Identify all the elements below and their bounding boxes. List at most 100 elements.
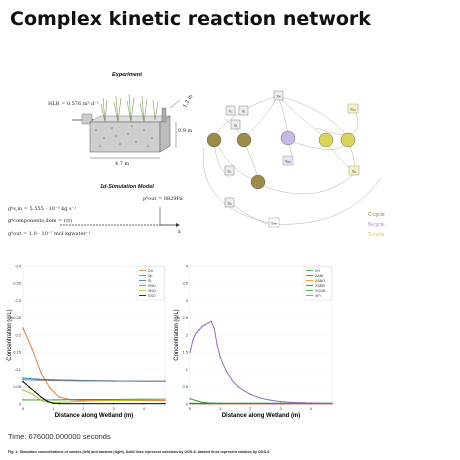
y-tick-label: 0.4 bbox=[15, 263, 21, 268]
height-label: 0.9 m bbox=[178, 128, 193, 134]
gravel-texture bbox=[95, 125, 153, 147]
data-point bbox=[112, 399, 115, 402]
page-title: Complex kinetic reaction network bbox=[10, 8, 371, 30]
node-snh-box bbox=[268, 217, 280, 228]
data-point bbox=[164, 402, 166, 405]
y-tick-label: 1 bbox=[186, 367, 189, 372]
length-label: 4.7 m bbox=[115, 161, 130, 167]
data-point bbox=[37, 379, 39, 381]
legend-label: Sp bbox=[148, 274, 152, 278]
data-point bbox=[210, 320, 212, 322]
node-xsrb bbox=[318, 132, 334, 148]
data-point bbox=[46, 400, 48, 402]
data-point bbox=[31, 392, 33, 395]
hlr-label: HLR = 0.576 m³ d⁻¹ bbox=[48, 101, 99, 107]
data-point bbox=[82, 398, 85, 401]
data-point bbox=[52, 379, 54, 382]
y-tick-label: 0 bbox=[19, 401, 22, 406]
node-so: Sₒ bbox=[227, 201, 232, 206]
node-sso-box bbox=[347, 103, 359, 114]
legend-label: XANI bbox=[315, 274, 323, 278]
data-point bbox=[31, 348, 33, 350]
legend-label: XSRB bbox=[315, 284, 325, 288]
data-point bbox=[143, 399, 145, 401]
node-xi: Xᵢ bbox=[242, 109, 246, 114]
legend-box bbox=[303, 266, 332, 301]
legend-label: DO bbox=[148, 269, 154, 273]
y-axis-title: Concentration (g/L) bbox=[174, 309, 180, 360]
node-xfr bbox=[250, 174, 266, 190]
data-point bbox=[204, 323, 206, 326]
data-point bbox=[164, 380, 166, 382]
data-point bbox=[201, 325, 203, 328]
data-point bbox=[204, 402, 206, 405]
data-point bbox=[237, 386, 240, 388]
data-point bbox=[52, 399, 54, 401]
y-tick-label: 0.1 bbox=[15, 367, 21, 372]
legend-n-cycle: N-cycle bbox=[368, 222, 385, 228]
basin-side bbox=[159, 115, 171, 153]
x-tick-label: 2 bbox=[82, 406, 85, 411]
data-point bbox=[40, 399, 42, 402]
data-point bbox=[37, 399, 39, 401]
data-point bbox=[22, 327, 24, 329]
x-axis-title: Distance along Wetland (m) bbox=[222, 413, 301, 419]
node-snh: Sₙₕ bbox=[271, 221, 277, 226]
data-point bbox=[40, 396, 42, 398]
p-out-label: p⁰out = 8829Pa bbox=[143, 196, 183, 202]
data-point bbox=[82, 400, 85, 402]
data-point bbox=[164, 399, 166, 402]
data-point bbox=[216, 344, 218, 347]
legend-label: XH bbox=[315, 269, 320, 273]
node-ss-box bbox=[224, 165, 235, 176]
data-point bbox=[22, 380, 24, 383]
data-point bbox=[58, 401, 60, 403]
data-point bbox=[189, 351, 191, 353]
g-out-label: g⁰out = 1.0 · 10⁻⁷ mol kgwater⁻¹ bbox=[8, 231, 91, 237]
data-point bbox=[219, 356, 221, 359]
y-tick-label: 0.35 bbox=[13, 281, 22, 286]
data-point bbox=[58, 396, 60, 398]
data-point bbox=[243, 390, 246, 392]
y-tick-label: 0.5 bbox=[182, 384, 188, 389]
data-point bbox=[82, 402, 85, 405]
node-si-box bbox=[230, 119, 241, 130]
experiment-caption: Experiment bbox=[112, 72, 142, 78]
data-point bbox=[82, 380, 85, 382]
x-tick-label: 0 bbox=[189, 406, 192, 411]
x-tick-label: 2 bbox=[249, 406, 252, 411]
reaction-network-diagram: Xₕ Xₛ Xᵢ Sᵢ Sₛₒ Sₙₒ Sₛ S₀ Sₒ Sₙₕ bbox=[203, 90, 382, 228]
y-axis-title: Concentration (g/L) bbox=[7, 309, 13, 360]
node-xi-box bbox=[238, 105, 249, 116]
legend-c-cycle: C-cycle bbox=[368, 212, 385, 218]
data-point bbox=[143, 380, 145, 382]
g-dom-label: g⁰components,dom = r(t) bbox=[8, 218, 73, 224]
legend-label: SSO bbox=[148, 294, 156, 298]
figure-caption: Fig. 1: Simulated concentrations of solu… bbox=[8, 450, 271, 454]
x-tick-label: 0 bbox=[22, 406, 25, 411]
x-tick-label: 4 bbox=[143, 406, 146, 411]
legend-label: SI bbox=[148, 279, 151, 283]
data-point bbox=[112, 402, 115, 405]
node-xano bbox=[236, 132, 252, 148]
simulation-caption: 1d-Simulation Model bbox=[100, 184, 154, 190]
node-xh-box bbox=[273, 90, 284, 101]
data-point bbox=[164, 398, 166, 401]
node-ss: Sₛ bbox=[227, 169, 232, 174]
data-point bbox=[207, 322, 209, 324]
legend-box bbox=[136, 266, 165, 301]
data-point bbox=[112, 398, 115, 401]
x-tick-label: 3 bbox=[280, 406, 283, 411]
x-axis-label: x bbox=[178, 229, 181, 235]
data-point bbox=[295, 401, 297, 404]
node-xani bbox=[206, 132, 222, 148]
y-tick-label: 3.5 bbox=[182, 281, 188, 286]
x-axis-title: Distance along Wetland (m) bbox=[55, 413, 134, 419]
data-point bbox=[231, 379, 233, 382]
data-point bbox=[192, 339, 194, 341]
y-tick-label: 4 bbox=[186, 263, 189, 268]
node-s0: S₀ bbox=[352, 169, 357, 174]
legend-s-cycle: S-cycle bbox=[368, 232, 385, 238]
node-xs-box bbox=[225, 105, 236, 116]
